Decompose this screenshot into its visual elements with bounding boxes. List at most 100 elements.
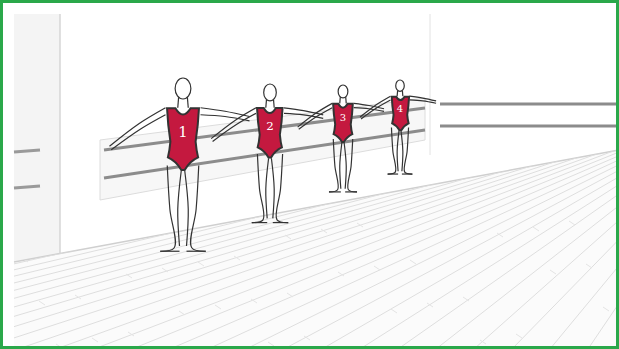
callout-number: 2 [253,121,287,133]
floor-plank [512,95,619,349]
body-outline [252,222,267,223]
body-outline [178,171,182,246]
body-outline [160,251,179,252]
floor-plank [0,95,619,349]
body-outline [397,130,399,171]
floor-plank [132,95,619,349]
plank-seam [357,223,363,227]
body-outline [185,171,189,246]
plank-seam [198,262,204,266]
plank-seam [463,297,469,301]
floor-plank [398,95,619,349]
body-outline [388,173,398,174]
floor-plank [0,95,619,349]
ballet-barre [440,103,619,106]
side-wall [14,14,60,264]
plank-seam [128,332,134,336]
plank-seam [75,295,81,299]
body-outline [329,191,341,192]
body-outline [187,251,206,252]
callout-number: 3 [330,113,356,123]
plank-seam [126,274,132,278]
plank-seam [251,299,257,303]
floor-plank [0,95,619,349]
body-outline [110,108,166,147]
body-outline [252,154,264,223]
floor-plank [18,95,619,349]
floor-plank [0,95,619,349]
plank-seam [92,338,98,342]
callout-number: 4 [389,104,412,114]
floor-plank [474,95,619,349]
ballet-barre [440,125,619,128]
floor-plank [170,95,619,349]
body-outline [273,99,275,107]
body-outline [361,100,390,119]
floor-planks [0,95,619,349]
floor-plank [94,95,619,349]
body-outline [344,142,346,188]
wall-corner [430,14,431,155]
plank-seam [73,237,79,241]
plank-seam [391,309,397,313]
body-outline [190,166,205,252]
plank-seam [304,336,310,340]
body-outline [111,115,165,150]
dancer-outline [110,78,250,251]
body-outline [388,128,396,175]
wall-corner [59,14,61,262]
plank-seam [39,301,45,305]
floor-plank [0,95,619,349]
plank-seam [497,233,503,237]
plank-seam [287,293,293,297]
leotard: 3 [330,103,356,142]
ballet-barre [14,150,40,152]
body-outline [213,113,256,141]
floor-plank [322,95,619,349]
plank-seam [338,272,344,276]
leotard: 1 [162,107,204,170]
floor-plank [360,95,619,349]
body-outline [266,158,269,218]
body-outline [345,191,357,192]
dancer-outline [298,85,384,192]
plank-seam [215,305,221,309]
floor-plank [208,95,619,349]
floor-plank [284,95,619,349]
floor-plank [56,95,619,349]
head-outline [396,80,405,91]
body-outline [329,139,338,192]
body-outline [402,173,412,174]
floor-plank [0,95,619,349]
body-outline [211,108,256,139]
body-outline [276,154,288,223]
body-outline [187,97,189,108]
dancer-figures [110,78,437,251]
floor-plank [246,95,619,349]
plank-seam [586,264,592,268]
body-outline [360,96,390,117]
plank-seam [181,219,187,223]
plank-seam [374,266,380,270]
floor-plank [0,95,619,349]
dancer-outline [360,80,436,174]
plank-seam [321,229,327,233]
floor-plank [0,95,619,349]
plank-seam [162,268,168,272]
body-outline [299,108,332,130]
body-outline [404,128,412,175]
plank-seam [516,334,522,338]
head-outline [175,78,191,99]
body-outline [348,139,357,192]
plank-seam [109,231,115,235]
body-outline [410,100,437,103]
plank-seam [603,307,609,311]
plank-seam [427,303,433,307]
plank-seam [20,200,26,204]
body-outline [273,222,288,223]
head-outline [264,84,277,101]
